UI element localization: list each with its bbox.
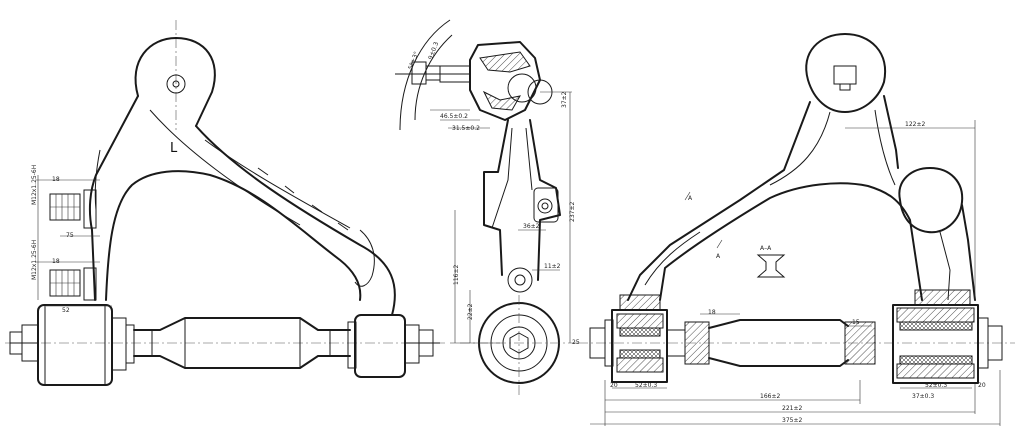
dim-j: 37±2 xyxy=(561,91,568,108)
dim-s: 221±2 xyxy=(782,405,802,412)
section-marker-top: A xyxy=(688,195,693,202)
section-label: A–A xyxy=(760,245,772,252)
dim-k: 122±2 xyxy=(905,121,925,128)
left-view xyxy=(5,20,445,386)
dim-g: 36±2 xyxy=(523,223,540,230)
side-label: L xyxy=(170,141,178,156)
dim-q: 20 xyxy=(610,382,618,389)
dim-i: 237±2 xyxy=(569,202,576,222)
dim-l: 46.5±0.2 xyxy=(440,113,468,120)
dim-b: 18 xyxy=(52,258,60,265)
dim-n: 18 xyxy=(708,309,716,316)
dim-m: 31.5±0.2 xyxy=(452,125,480,132)
thread-bottom: M12x1.25-6H xyxy=(31,240,38,280)
right-view xyxy=(578,33,1015,426)
dim-d: 52 xyxy=(62,307,70,314)
dim-w: 5°±3° xyxy=(407,51,420,71)
dim-u: 20 xyxy=(978,382,986,389)
dim-v: 15 xyxy=(852,319,860,326)
dim-o: 52±0.3 xyxy=(635,382,657,389)
dim-c: 75 xyxy=(66,232,74,239)
dim-r: 166±2 xyxy=(760,393,780,400)
thread-top: M12x1.25-6H xyxy=(31,165,38,205)
dim-e: 116±2 xyxy=(453,265,460,285)
middle-view xyxy=(395,19,580,395)
section-marker-bottom: A xyxy=(716,253,721,260)
dim-t: 375±2 xyxy=(782,417,802,424)
dim-f: 22±2 xyxy=(467,303,474,320)
dim-y: 37±0.3 xyxy=(912,393,934,400)
dim-a: 18 xyxy=(52,176,60,183)
dim-x: 9±0.3 xyxy=(427,41,440,61)
dim-z: 25 xyxy=(572,339,580,346)
dim-h: 11±2 xyxy=(544,263,561,270)
dim-p: 52±0.3 xyxy=(925,382,947,389)
